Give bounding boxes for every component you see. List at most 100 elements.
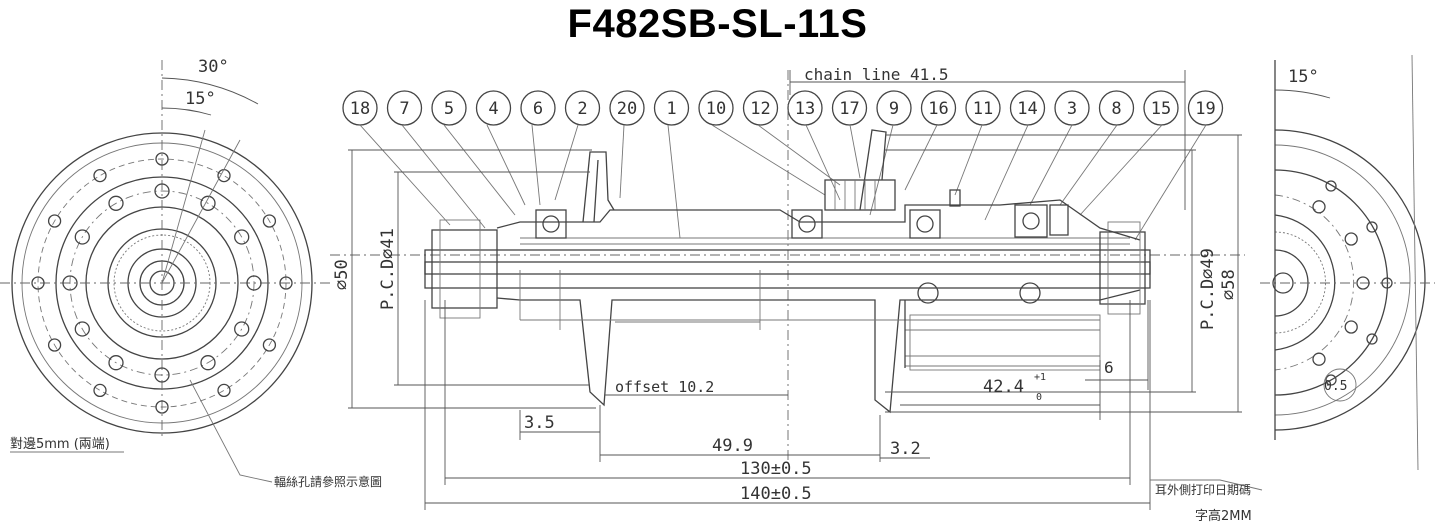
balloon-label-13: 13	[795, 99, 815, 119]
spoke-hole	[155, 152, 169, 166]
spoke-hole	[1312, 200, 1326, 214]
dim-140: 140±0.5	[740, 484, 812, 504]
balloon-label-6: 6	[533, 99, 543, 119]
balloon-13	[787, 90, 823, 126]
balloon-label-14: 14	[1017, 99, 1037, 119]
spoke-hole	[74, 321, 90, 337]
hub-section-view	[330, 70, 1245, 460]
balloon-label-16: 16	[928, 99, 948, 119]
right-end-view	[1260, 54, 1435, 471]
balloon-label-1: 1	[666, 99, 676, 119]
balloon-16	[920, 90, 957, 126]
dim-49-9: 49.9	[712, 436, 753, 456]
spoke-hole	[31, 276, 45, 290]
spoke-hole	[1312, 352, 1326, 366]
dim-3-5: 3.5	[524, 413, 555, 433]
left-end-view	[0, 60, 330, 440]
dim-42-4-tol-upper: +1	[1034, 372, 1046, 383]
balloon-15	[1143, 90, 1179, 126]
spoke-hole	[108, 195, 124, 211]
spoke-hole	[154, 183, 170, 199]
spoke-hole	[1366, 333, 1378, 345]
balloon-20	[609, 90, 645, 126]
dim-6: 6	[1104, 358, 1114, 377]
balloon-label-5: 5	[444, 99, 454, 119]
spoke-hole	[1325, 374, 1337, 386]
angle-30-label: 30°	[198, 57, 229, 77]
spoke-hole	[217, 383, 231, 398]
spoke-hole	[200, 355, 216, 371]
balloon-label-18: 18	[350, 99, 370, 119]
spoke-hole	[246, 275, 262, 291]
balloon-label-12: 12	[750, 99, 770, 119]
spoke-hole	[47, 338, 62, 352]
spoke-hole	[234, 321, 250, 337]
balloon-label-9: 9	[889, 99, 899, 119]
spoke-hole	[1344, 320, 1358, 334]
balloon-11	[965, 90, 1001, 126]
balloon-1	[653, 90, 690, 126]
balloon-label-7: 7	[399, 99, 409, 119]
offset-dim: offset 10.2	[615, 378, 714, 396]
spoke-hole	[47, 214, 62, 228]
note-char-height: 字高2MM	[1195, 508, 1252, 524]
spoke-hole	[200, 195, 216, 211]
dia-58-dim: ∅58	[1219, 269, 1239, 300]
balloon-label-11: 11	[973, 99, 993, 119]
balloon-9	[876, 90, 912, 126]
balloon-12	[742, 90, 779, 126]
spoke-hole	[1381, 277, 1393, 289]
spoke-hole	[154, 367, 170, 383]
note-print-date: 耳外側打印日期碼	[1155, 483, 1251, 497]
spoke-hole	[74, 229, 90, 245]
dia-50-dim: ∅50	[332, 259, 352, 290]
balloon-17	[831, 90, 868, 126]
spoke-hole	[1356, 276, 1370, 290]
drawing-title: F482SB-SL-11S	[567, 2, 868, 46]
balloon-4	[475, 90, 512, 126]
dimension-lines	[348, 70, 1263, 510]
spoke-hole	[1366, 221, 1378, 233]
balloon-label-10: 10	[706, 99, 726, 119]
spoke-hole	[1325, 180, 1337, 192]
pcd-41-dim: P.C.D∅41	[378, 228, 398, 310]
spoke-hole	[93, 168, 107, 183]
note-spoke-hole: 輻絲孔請參照示意圖	[274, 474, 382, 489]
angle-15-label-right: 15°	[1288, 67, 1319, 87]
balloon-10	[698, 90, 734, 126]
spoke-hole	[234, 229, 250, 245]
spoke-hole	[217, 168, 231, 183]
mark-05: 0.5	[1324, 379, 1347, 394]
spoke-hole	[1344, 232, 1358, 246]
spoke-holes-left	[31, 152, 293, 414]
balloon-leaders	[359, 124, 1207, 241]
balloon-label-20: 20	[617, 99, 637, 119]
spoke-hole	[108, 355, 124, 371]
spoke-hole	[93, 383, 107, 398]
balloon-label-19: 19	[1195, 99, 1215, 119]
balloon-label-3: 3	[1067, 99, 1077, 119]
balloon-label-15: 15	[1151, 99, 1171, 119]
balloon-label-17: 17	[839, 99, 859, 119]
balloon-label-8: 8	[1111, 99, 1121, 119]
pcd-49-dim: P.C.D∅49	[1198, 248, 1218, 330]
balloon-2	[564, 90, 601, 126]
balloon-14	[1009, 90, 1046, 126]
spoke-hole	[62, 275, 78, 291]
spoke-hole	[279, 276, 293, 290]
balloon-7	[386, 90, 423, 126]
chain-line-dim: chain line 41.5	[804, 65, 949, 84]
balloon-label-2: 2	[577, 99, 587, 119]
spoke-hole	[262, 214, 277, 228]
balloon-5	[431, 90, 467, 126]
dim-130: 130±0.5	[740, 459, 812, 479]
note-flat-5mm: 對邊5mm (兩端)	[10, 437, 110, 452]
spoke-holes-right	[1312, 180, 1393, 386]
spoke-hole	[262, 338, 277, 352]
dim-42-4: 42.4	[983, 377, 1024, 397]
angle-15-label-left: 15°	[185, 89, 216, 109]
spoke-hole	[155, 400, 169, 414]
dim-3-2: 3.2	[890, 439, 921, 459]
